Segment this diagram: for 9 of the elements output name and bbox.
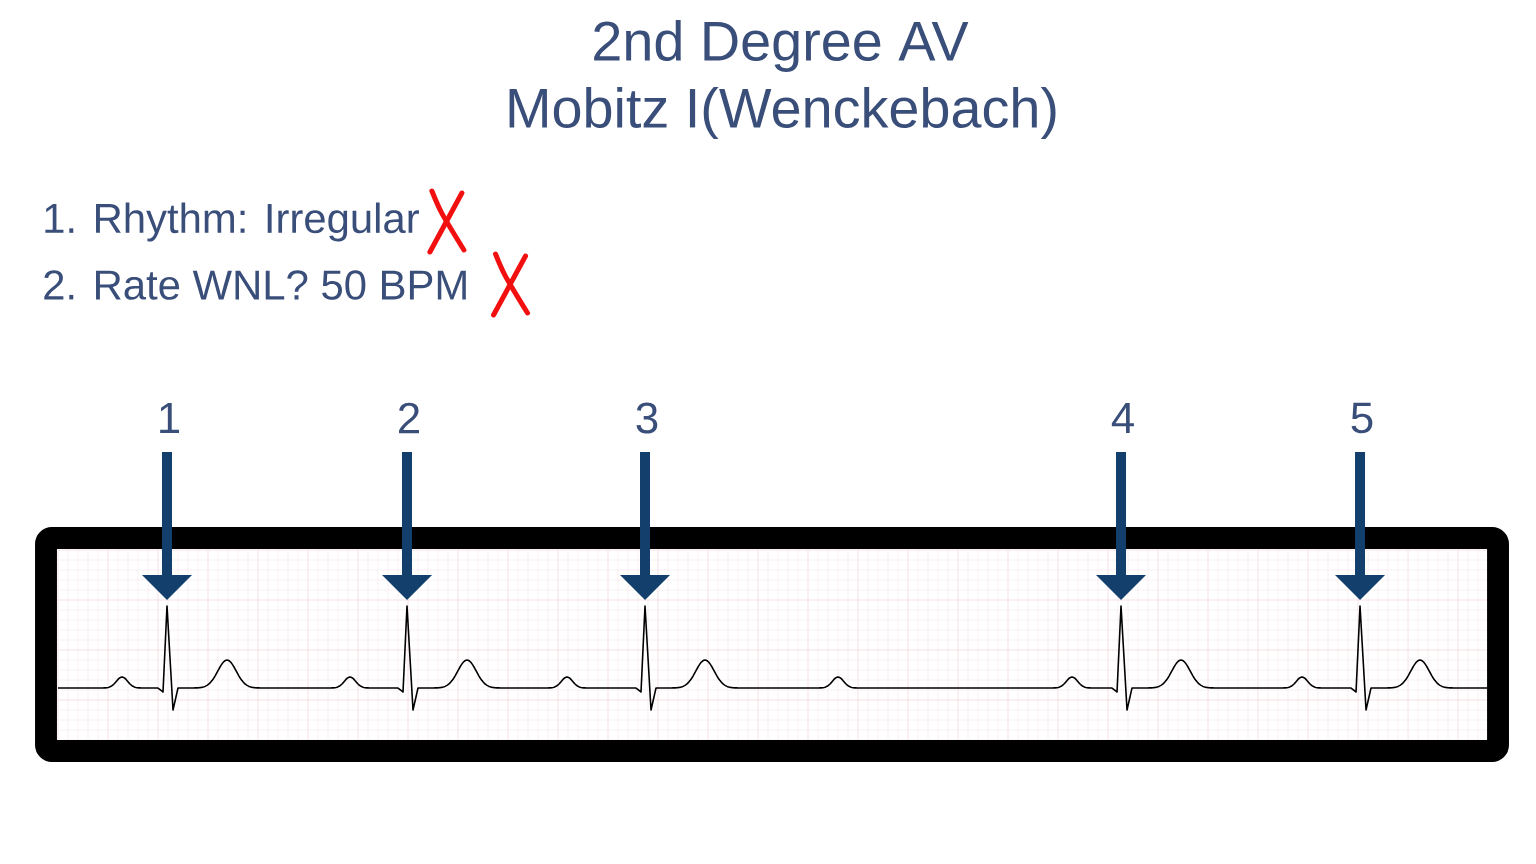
beat-number: 4 bbox=[1111, 402, 1134, 434]
title: 2nd Degree AV bbox=[594, 20, 969, 72]
beat-number: 3 bbox=[636, 402, 658, 434]
beat-number: 5 bbox=[1351, 402, 1373, 434]
criterion-text: 2. Rate WNL? 50 BPM bbox=[44, 270, 466, 300]
subtitle: Mobitz I(Wenckebach) bbox=[509, 87, 1056, 139]
criterion-text: 1. Rhythm: Irregular bbox=[45, 202, 419, 242]
beat-number: 1 bbox=[160, 402, 180, 434]
beat-number: 2 bbox=[399, 402, 419, 434]
